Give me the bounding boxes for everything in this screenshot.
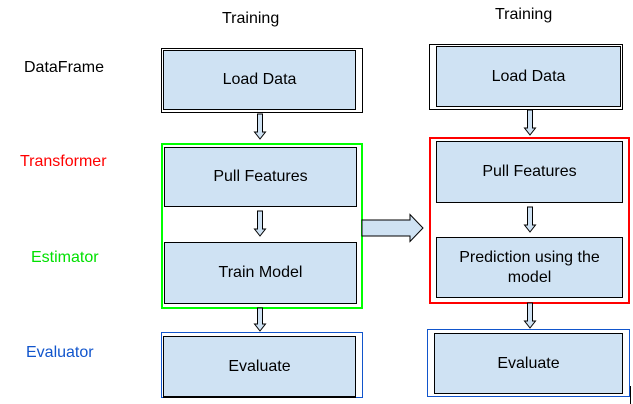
- right-prediction-box: Prediction using the model: [436, 237, 623, 298]
- right-arrow-icon: [361, 213, 424, 243]
- down-arrow-icon: [253, 113, 267, 140]
- right-evaluate-box: Evaluate: [434, 333, 623, 394]
- role-label-estimator: Estimator: [31, 249, 99, 266]
- left-train-model-box: Train Model: [164, 242, 357, 304]
- left-evaluate-box: Evaluate: [163, 336, 356, 398]
- role-label-evaluator: Evaluator: [26, 344, 94, 361]
- right-evaluate-label: Evaluate: [497, 354, 560, 372]
- right-evaluator-frame: [427, 329, 630, 397]
- role-label-transformer: Transformer: [20, 153, 107, 170]
- down-arrow-icon: [523, 109, 537, 136]
- right-column-title: Training: [495, 6, 553, 23]
- down-arrow-icon: [523, 206, 537, 233]
- right-load-data-frame: [429, 44, 623, 110]
- left-pull-features-label: Pull Features: [213, 168, 308, 185]
- right-pull-features-label: Pull Features: [482, 163, 577, 180]
- left-train-model-label: Train Model: [218, 264, 303, 281]
- left-load-data-box: Load Data: [163, 50, 356, 110]
- down-arrow-icon: [523, 302, 537, 329]
- left-evaluate-label: Evaluate: [228, 357, 291, 375]
- left-load-data-label: Load Data: [222, 71, 297, 88]
- down-arrow-icon: [253, 210, 267, 237]
- left-pull-features-box: Pull Features: [164, 147, 357, 207]
- right-pull-features-box: Pull Features: [436, 141, 623, 203]
- left-load-data-frame: [161, 48, 363, 113]
- right-load-data-box: Load Data: [436, 46, 621, 107]
- right-load-data-label: Load Data: [491, 67, 566, 85]
- role-label-dataframe: DataFrame: [24, 59, 105, 76]
- text-cursor: [630, 386, 631, 404]
- right-prediction-label: Prediction using the model: [459, 248, 600, 286]
- left-column-title: Training: [222, 10, 280, 27]
- down-arrow-icon: [253, 307, 267, 332]
